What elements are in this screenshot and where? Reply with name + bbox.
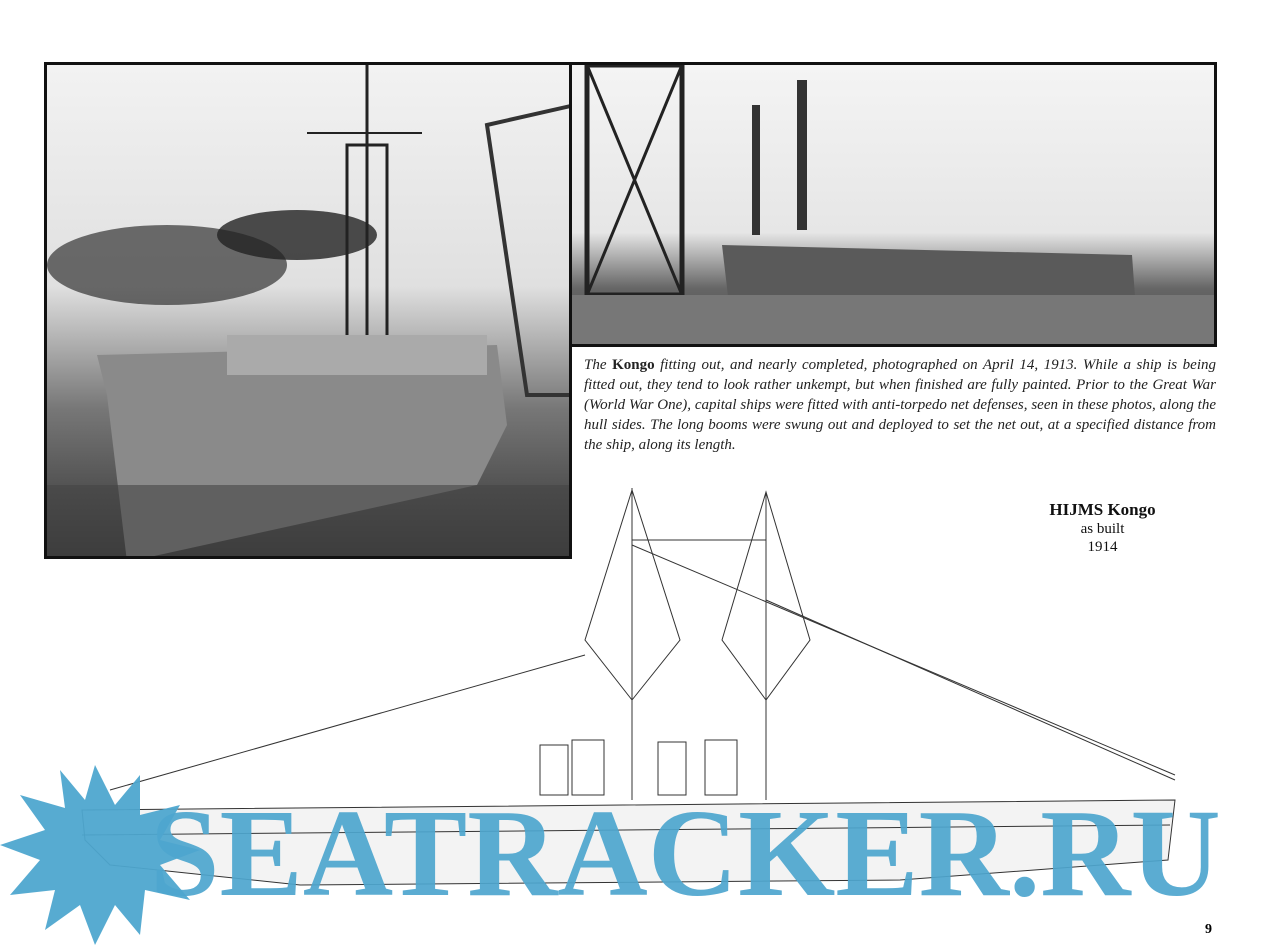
caption-text: fitting out, and nearly completed, photo… <box>584 357 1217 453</box>
caption-ship-name: Kongo <box>612 357 655 373</box>
photo-kongo-fitting-out-side <box>569 62 1217 347</box>
caption-lead: The <box>584 357 613 373</box>
ship-photo-illustration <box>572 65 1214 344</box>
photo-kongo-fitting-out-bow <box>44 62 572 559</box>
drawing-subtitle: as built <box>1080 521 1125 537</box>
watermark-text: SEATRACKER.RU <box>150 785 1221 923</box>
ship-photo-illustration <box>47 65 569 556</box>
drawing-title: HIJMS Kongo <box>1049 500 1156 519</box>
drawing-year: 1914 <box>1087 539 1118 555</box>
drawing-title-block: HIJMS Kongo as built 1914 <box>1030 500 1175 556</box>
photo-caption: The Kongo fitting out, and nearly comple… <box>584 355 1216 455</box>
page-number: 9 <box>1205 922 1212 937</box>
